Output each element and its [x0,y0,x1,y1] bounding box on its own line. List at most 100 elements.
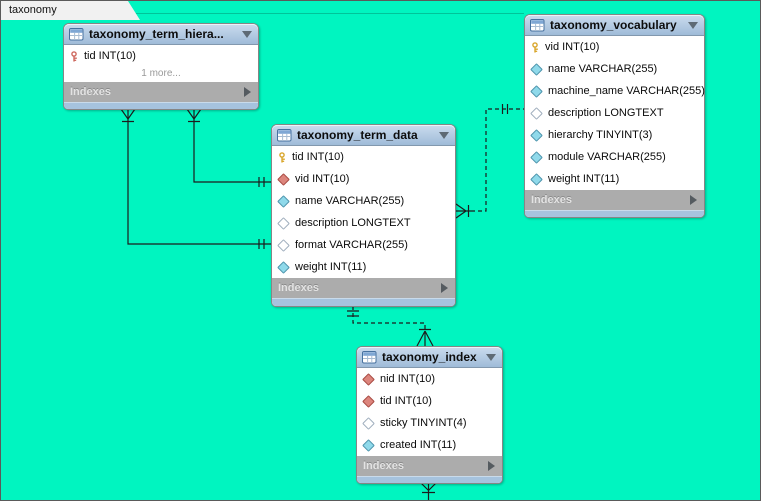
column-row[interactable]: description LONGTEXT [272,212,455,234]
table-icon [362,350,377,364]
table-taxonomy-term-data[interactable]: taxonomy_term_data tid INT(10) vid INT(10… [271,124,456,307]
indexes-bar[interactable]: Indexes [64,82,258,102]
notnull-diamond-icon [362,438,375,452]
indexes-label: Indexes [278,282,319,294]
table-title: taxonomy_term_hiera... [89,27,224,41]
column-label: sticky TINYINT(4) [380,417,467,429]
table-taxonomy-vocabulary[interactable]: taxonomy_vocabulary vid INT(10) name VARC… [524,14,705,218]
expand-arrow-icon[interactable] [244,87,251,97]
table-taxonomy-index[interactable]: taxonomy_index nid INT(10) tid INT(10) sti… [356,346,503,484]
indexes-label: Indexes [363,460,404,472]
column-row[interactable]: hierarchy TINYINT(3) [525,124,704,146]
column-label: hierarchy TINYINT(3) [548,129,653,141]
diagram-tab-label: taxonomy [9,4,57,16]
table-icon [277,128,292,142]
column-row[interactable]: description LONGTEXT [525,102,704,124]
table-footer-strip [272,298,455,306]
primary-key-icon [277,151,287,163]
relationship-hierarchy-termdata-1[interactable] [186,108,271,187]
relationship-index-offcanvas[interactable] [420,482,437,501]
column-row[interactable]: name VARCHAR(255) [272,190,455,212]
column-label: tid INT(10) [292,151,344,163]
column-label: description LONGTEXT [548,107,664,119]
relationship-hierarchy-termdata-2[interactable] [120,108,271,249]
table-footer-strip [525,210,704,217]
nullable-diamond-icon [277,238,290,252]
column-list: vid INT(10) name VARCHAR(255) machine_name… [525,36,705,190]
table-title: taxonomy_vocabulary [550,18,677,32]
collapse-arrow-icon[interactable] [486,353,496,361]
table-icon [530,18,545,32]
nullable-diamond-icon [530,106,543,120]
column-label: weight INT(11) [295,261,367,273]
diagram-tab-taxonomy[interactable]: taxonomy [1,1,140,20]
column-label: name VARCHAR(255) [295,195,405,207]
table-header[interactable]: taxonomy_vocabulary [525,15,704,36]
notnull-diamond-icon [277,260,290,274]
column-list: tid INT(10) [64,45,258,67]
collapse-arrow-icon[interactable] [439,131,449,139]
column-label: module VARCHAR(255) [548,151,666,163]
column-label: weight INT(11) [548,173,620,185]
column-row[interactable]: module VARCHAR(255) [525,146,704,168]
column-row[interactable]: created INT(11) [357,434,502,456]
column-label: format VARCHAR(255) [295,239,408,251]
table-title: taxonomy_term_data [297,128,418,142]
column-row[interactable]: nid INT(10) [357,368,502,390]
expand-arrow-icon[interactable] [441,283,448,293]
expand-arrow-icon[interactable] [690,195,697,205]
column-row[interactable]: weight INT(11) [272,256,455,278]
column-row[interactable]: tid INT(10) [64,45,258,67]
notnull-diamond-icon [530,150,543,164]
table-icon [69,27,84,41]
table-taxonomy-term-hierarchy[interactable]: taxonomy_term_hiera... tid INT(10) 1 mor… [63,23,259,110]
indexes-label: Indexes [70,86,111,98]
column-label: vid INT(10) [295,173,350,185]
nullable-diamond-icon [362,416,375,430]
column-list: nid INT(10) tid INT(10) sticky TINYINT(4) c… [357,368,502,456]
expand-arrow-icon[interactable] [488,461,495,471]
relationship-termdata-vocabulary[interactable] [455,104,524,219]
table-header[interactable]: taxonomy_term_data [272,125,455,146]
column-list: tid INT(10) vid INT(10) name VARCHAR(255) d… [272,146,455,278]
foreign-primary-key-icon [69,50,79,62]
relationship-termdata-index[interactable] [347,306,434,347]
column-row[interactable]: sticky TINYINT(4) [357,412,502,434]
notnull-diamond-icon [530,84,543,98]
notnull-diamond-icon [530,62,543,76]
more-columns-label[interactable]: 1 more... [141,68,181,79]
fk-notnull-diamond-icon [362,372,375,386]
table-title: taxonomy_index [382,350,477,364]
column-label: tid INT(10) [380,395,432,407]
indexes-bar[interactable]: Indexes [272,278,455,298]
notnull-diamond-icon [530,128,543,142]
column-row[interactable]: tid INT(10) [272,146,455,168]
primary-key-icon [530,41,540,53]
column-label: description LONGTEXT [295,217,411,229]
column-row[interactable]: format VARCHAR(255) [272,234,455,256]
notnull-diamond-icon [277,194,290,208]
column-row[interactable]: vid INT(10) [272,168,455,190]
column-label: name VARCHAR(255) [548,63,658,75]
column-row[interactable]: machine_name VARCHAR(255) [525,80,705,102]
table-header[interactable]: taxonomy_term_hiera... [64,24,258,45]
indexes-bar[interactable]: Indexes [525,190,704,210]
fk-notnull-diamond-icon [277,172,290,186]
column-label: created INT(11) [380,439,457,451]
indexes-bar[interactable]: Indexes [357,456,502,476]
column-row[interactable]: name VARCHAR(255) [525,58,704,80]
column-label: tid INT(10) [84,50,136,62]
collapse-arrow-icon[interactable] [242,30,252,38]
column-label: vid INT(10) [545,41,600,53]
column-row[interactable]: vid INT(10) [525,36,704,58]
table-footer-strip [64,102,258,109]
column-row[interactable]: tid INT(10) [357,390,502,412]
notnull-diamond-icon [530,172,543,186]
table-header[interactable]: taxonomy_index [357,347,502,368]
collapse-arrow-icon[interactable] [688,21,698,29]
column-label: machine_name VARCHAR(255) [548,85,705,97]
column-row[interactable]: weight INT(11) [525,168,704,190]
